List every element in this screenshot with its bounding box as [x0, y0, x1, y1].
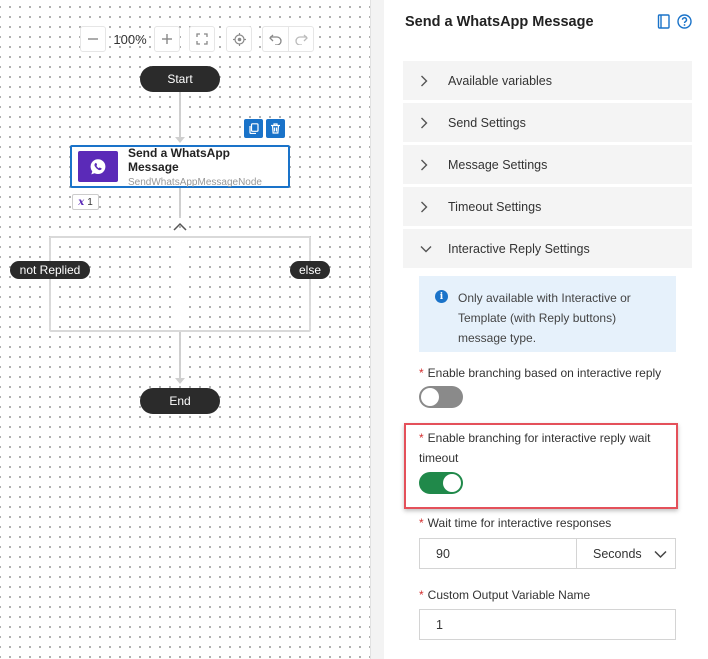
toggle-knob	[421, 388, 439, 406]
connector-arrow	[175, 378, 185, 384]
chevron-down-icon	[654, 548, 667, 562]
collapse-branch-button[interactable]	[171, 219, 189, 233]
help-button[interactable]	[677, 14, 692, 32]
output-variable-label: *Custom Output Variable Name	[419, 588, 591, 602]
end-node[interactable]: End	[140, 388, 220, 414]
whatsapp-icon	[90, 158, 106, 174]
connector-start-node	[179, 92, 181, 137]
section-message-settings[interactable]: Message Settings	[403, 145, 692, 184]
plus-icon	[162, 34, 172, 44]
branching-interactive-label: *Enable branching based on interactive r…	[419, 366, 662, 380]
section-send-settings[interactable]: Send Settings	[403, 103, 692, 142]
node-actions	[244, 119, 285, 138]
section-label: Send Settings	[448, 115, 526, 130]
chevron-right-icon	[420, 75, 436, 87]
help-icon	[677, 14, 692, 29]
wait-time-unit-value: Seconds	[593, 546, 642, 561]
node-title: Send a WhatsApp Message	[128, 145, 231, 174]
section-interactive-reply-settings[interactable]: Interactive Reply Settings	[403, 229, 692, 268]
highlight-box	[404, 423, 678, 509]
required-mark: *	[419, 588, 424, 602]
start-node[interactable]: Start	[140, 66, 220, 92]
docs-button[interactable]	[657, 14, 671, 32]
branch-container	[49, 236, 311, 332]
center-button[interactable]	[226, 26, 252, 52]
fit-screen-icon	[196, 33, 208, 45]
properties-panel: Send a WhatsApp Message Available variab…	[384, 0, 708, 659]
section-label: Message Settings	[448, 157, 548, 172]
undo-button[interactable]	[262, 26, 288, 52]
variable-badge[interactable]: x 1	[72, 194, 99, 210]
zoom-out-button[interactable]	[80, 26, 106, 52]
wait-time-unit-select[interactable]: Seconds	[576, 538, 676, 569]
redo-button[interactable]	[288, 26, 314, 52]
toggle-knob	[443, 474, 461, 492]
branching-timeout-label: *Enable branching for interactive reply …	[419, 431, 651, 465]
panel-header-icons	[657, 14, 692, 32]
chevron-up-icon	[173, 222, 187, 231]
redo-icon	[294, 34, 308, 45]
workflow-canvas[interactable]: 100% Start	[0, 0, 370, 659]
node-subtitle: SendWhatsAppMessageNode	[128, 176, 262, 188]
whatsapp-message-node[interactable]: Send a WhatsApp Message SendWhatsAppMess…	[70, 145, 290, 188]
branch-not-replied[interactable]: not Replied	[10, 261, 90, 279]
trash-icon	[271, 123, 280, 134]
chevron-right-icon	[420, 159, 436, 171]
section-timeout-settings[interactable]: Timeout Settings	[403, 187, 692, 226]
section-label: Interactive Reply Settings	[448, 241, 590, 256]
wait-time-input[interactable]: 90	[419, 538, 577, 569]
branching-interactive-toggle[interactable]	[419, 386, 463, 408]
section-label: Available variables	[448, 73, 552, 88]
connector-node-branch	[179, 188, 181, 218]
panel-header: Send a WhatsApp Message	[384, 0, 708, 44]
branch-gap	[172, 238, 188, 330]
chevron-right-icon	[420, 117, 436, 129]
connector-branch-end	[179, 332, 181, 378]
section-available-variables[interactable]: Available variables	[403, 61, 692, 100]
copy-icon	[249, 123, 259, 134]
wait-time-label: *Wait time for interactive responses	[419, 516, 612, 530]
minus-icon	[88, 38, 98, 40]
output-variable-input[interactable]: 1	[419, 609, 676, 640]
zoom-in-button[interactable]	[154, 26, 180, 52]
info-text: Only available with Interactive or Templ…	[458, 291, 631, 345]
copy-node-button[interactable]	[244, 119, 263, 138]
info-message: i Only available with Interactive or Tem…	[419, 276, 676, 352]
panel-title: Send a WhatsApp Message	[405, 14, 594, 30]
zoom-level: 100%	[113, 31, 147, 47]
info-icon: i	[435, 290, 448, 303]
chevron-right-icon	[420, 201, 436, 213]
branching-timeout-toggle[interactable]	[419, 472, 463, 494]
connector-arrow	[175, 137, 185, 143]
panel-divider[interactable]	[370, 0, 384, 659]
node-icon-badge	[78, 151, 118, 182]
required-mark: *	[419, 516, 424, 530]
canvas-toolbar: 100%	[80, 26, 314, 52]
delete-node-button[interactable]	[266, 119, 285, 138]
variable-count: 1	[87, 196, 93, 208]
book-icon	[657, 14, 670, 29]
undo-icon	[269, 34, 282, 45]
variable-symbol: x	[78, 196, 85, 208]
section-label: Timeout Settings	[448, 199, 542, 214]
fit-screen-button[interactable]	[189, 26, 215, 52]
branch-else[interactable]: else	[290, 261, 330, 279]
required-mark: *	[419, 431, 424, 445]
chevron-down-icon	[420, 245, 436, 253]
crosshair-icon	[232, 32, 246, 46]
required-mark: *	[419, 366, 424, 380]
